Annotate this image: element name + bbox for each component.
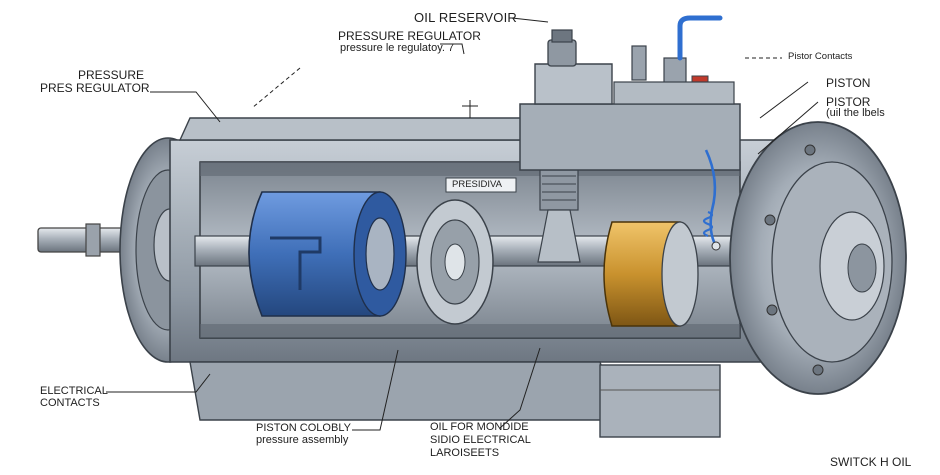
label-electrical-line1: ELECTRICAL [40,385,108,397]
label-electrical-line2: CONTACTS [40,397,100,409]
label-oil-line1: OIL FOR MONDIDE [430,421,529,433]
label-piston-colobly: PISTON COLOBLY [256,422,351,434]
label-switch-oil: SWITCK H OIL [830,455,912,469]
blue-signal-wire [702,149,721,251]
piston-spring [537,169,581,263]
label-oil-line2: SIDIO ELECTRICAL [430,434,531,446]
label-pistor-contacts: Pistor Contacts [788,51,853,62]
gold-piston [603,221,699,327]
label-pressure-regulator-top-sub: pressure le regulatoy. 7 [340,42,455,54]
leader-lines [106,17,819,431]
label-pressure-regulator-top: PRESSURE REGULATOR [338,29,481,43]
label-pistor-right: PISTOR [826,95,871,109]
top-valve-block [519,15,741,171]
middle-bearing [416,199,494,325]
label-preside-tag: PRESIDIVA [452,179,502,190]
preside-tag [445,177,517,193]
blue-regulator-housing [248,191,407,317]
label-pressure-assembly: pressure assembly [256,434,349,446]
label-oil-line3: LAROISEETS [430,447,500,459]
label-piston-right: PISTON [826,76,871,90]
label-piston-labels: (uil the lbels [826,107,885,119]
right-end-flange [729,121,907,395]
label-oil-reservoir: OIL RESERVOIR [414,10,518,25]
label-pressure-left-line1: PRESSURE [78,68,145,82]
label-pressure-left-line2: PRES REGULATOR [40,81,150,95]
